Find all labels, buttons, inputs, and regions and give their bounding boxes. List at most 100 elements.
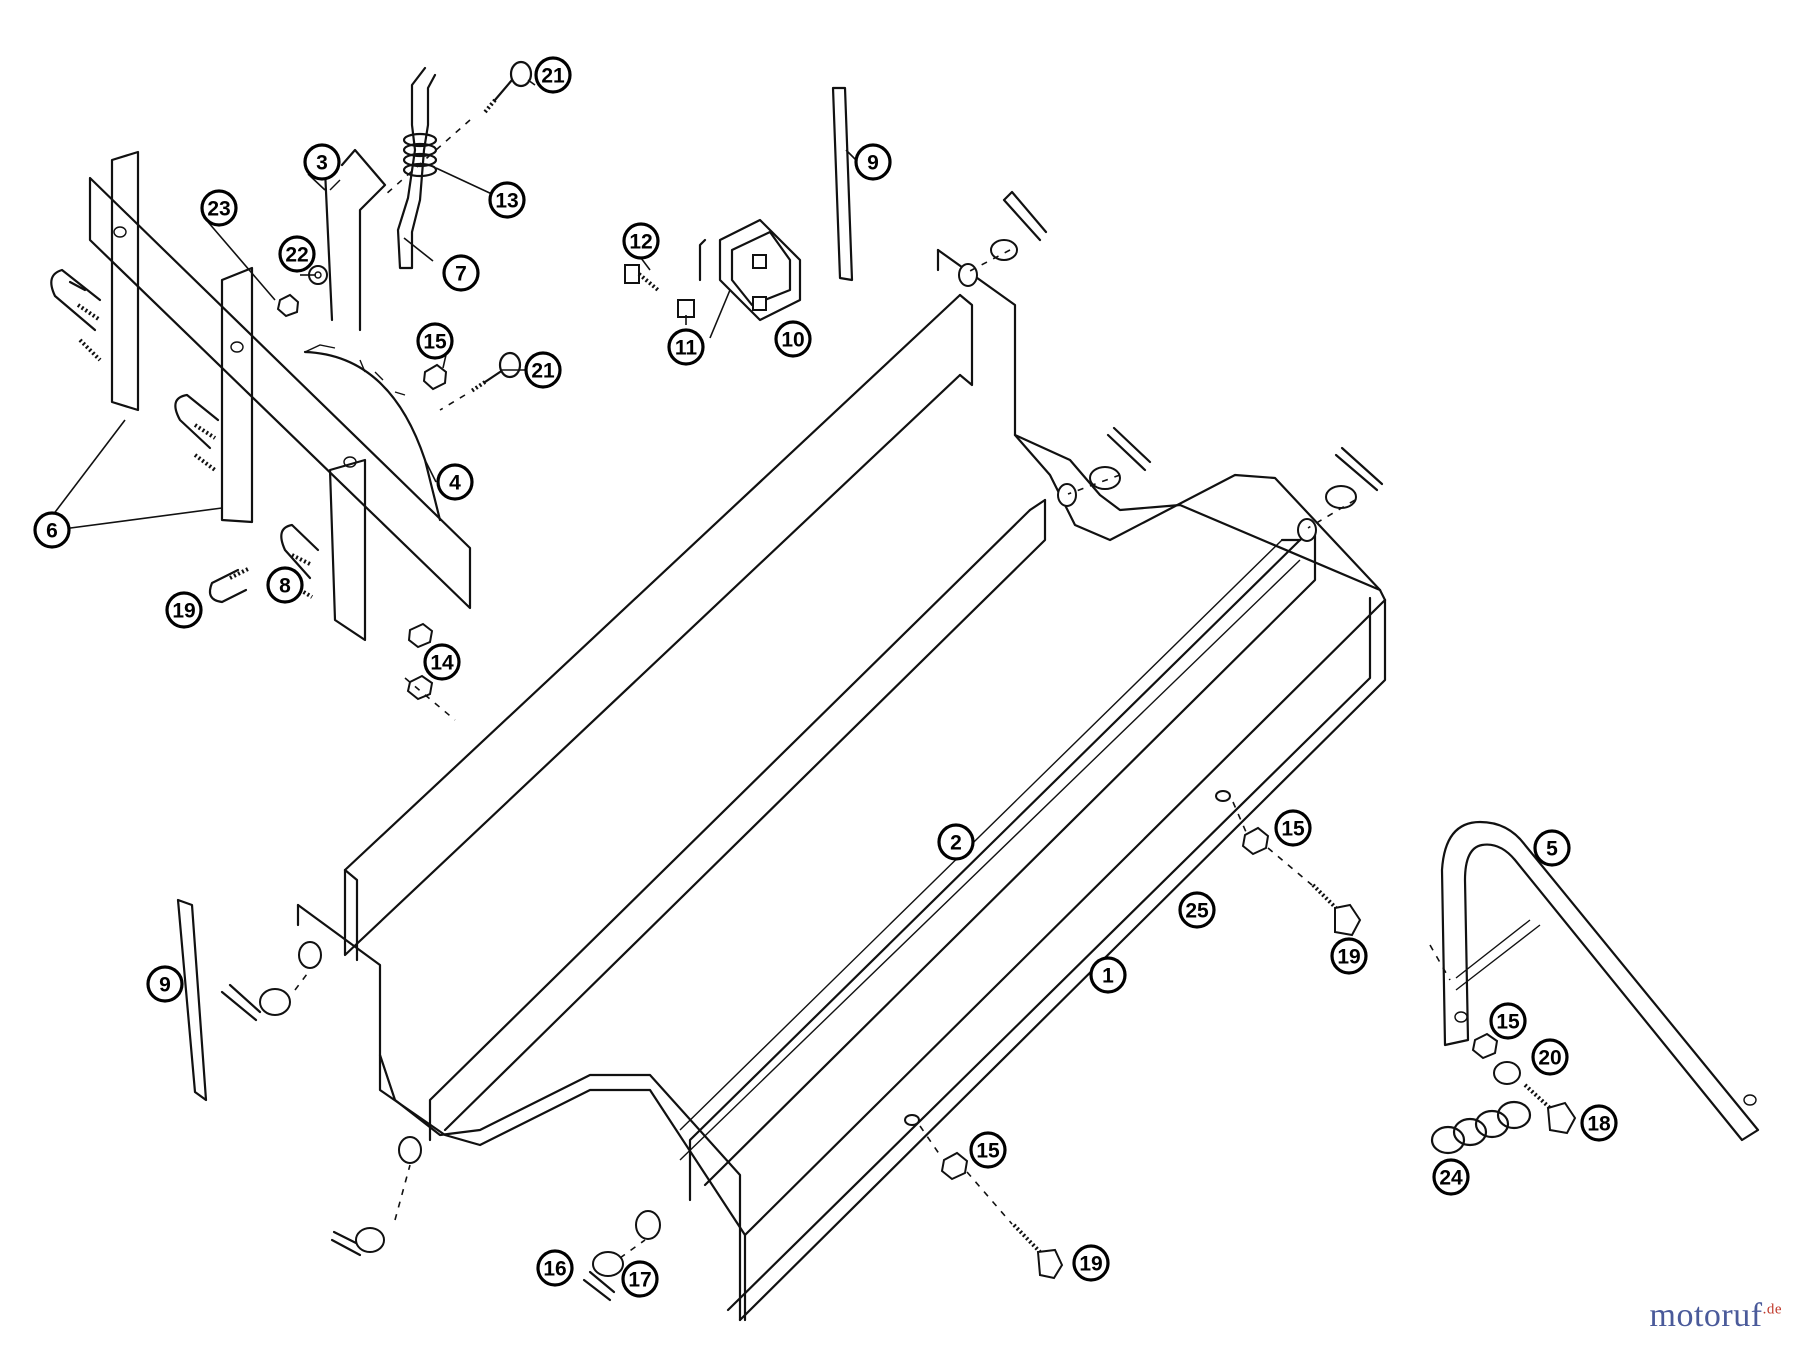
- callout-7: 7: [442, 254, 480, 292]
- callout-circle: [416, 322, 454, 360]
- callout-number: 9: [159, 974, 171, 997]
- callout-circle: [146, 965, 184, 1003]
- callout-17: 17: [621, 1260, 659, 1298]
- callout-19: 19: [165, 591, 203, 629]
- callout-circle: [200, 189, 238, 227]
- cotter-pins-washers: [220, 190, 1384, 1302]
- callout-circle: [1580, 1104, 1618, 1142]
- callout-circle: [1432, 1158, 1470, 1196]
- callout-15: 15: [416, 322, 454, 360]
- strap-back: [831, 86, 854, 282]
- callout-number: 7: [455, 263, 467, 286]
- main-frame: [296, 248, 1387, 1322]
- callout-number: 22: [285, 244, 308, 267]
- callout-circle: [1274, 809, 1312, 847]
- spring-lever: [396, 66, 438, 270]
- callout-number: 18: [1587, 1113, 1611, 1136]
- callout-11: 11: [667, 328, 705, 366]
- callout-circle: [436, 463, 474, 501]
- callout-circle: [524, 351, 562, 389]
- callout-15: 15: [1489, 1002, 1527, 1040]
- callout-number: 19: [1337, 946, 1360, 969]
- callout-circle: [1330, 937, 1368, 975]
- callout-23: 23: [200, 189, 238, 227]
- callout-number: 19: [172, 600, 195, 623]
- callout-22: 22: [278, 235, 316, 273]
- u-bolts: [50, 268, 320, 599]
- callout-circle: [33, 511, 71, 549]
- callout-number: 14: [430, 652, 454, 675]
- handle-hardware: [1430, 1032, 1577, 1155]
- callout-circle: [488, 181, 526, 219]
- callout-16: 16: [536, 1249, 574, 1287]
- watermark-name: motoruf: [1649, 1297, 1763, 1334]
- callout-15: 15: [1274, 809, 1312, 847]
- callout-number: 3: [316, 152, 328, 175]
- callout-number: 13: [495, 190, 518, 213]
- callout-number: 15: [976, 1140, 1000, 1163]
- callout-circle: [1178, 891, 1216, 929]
- callout-circle: [1089, 956, 1127, 994]
- callout-3: 3: [303, 143, 341, 181]
- callout-number: 2: [950, 832, 962, 855]
- callout-circle: [1533, 829, 1571, 867]
- callout-circle: [969, 1131, 1007, 1169]
- callout-9: 9: [854, 143, 892, 181]
- callout-circle: [854, 143, 892, 181]
- callout-number: 11: [675, 337, 698, 360]
- callout-25: 25: [1178, 891, 1216, 929]
- callout-number: 15: [423, 331, 447, 354]
- callout-circle: [667, 328, 705, 366]
- callout-circle: [165, 591, 203, 629]
- callout-9: 9: [146, 965, 184, 1003]
- callout-number: 9: [867, 152, 879, 175]
- callout-circle: [1072, 1244, 1110, 1282]
- callout-8: 8: [266, 566, 304, 604]
- callout-12: 12: [622, 222, 660, 260]
- callout-19: 19: [1072, 1244, 1110, 1282]
- clamp-assembly: [624, 218, 802, 322]
- callout-number: 10: [781, 329, 804, 352]
- callout-circle: [536, 1249, 574, 1287]
- callout-15: 15: [969, 1131, 1007, 1169]
- callout-circle: [937, 823, 975, 861]
- callout-13: 13: [488, 181, 526, 219]
- callout-circle: [621, 1260, 659, 1298]
- hitch-bracket: [88, 148, 472, 642]
- callout-circle: [534, 56, 572, 94]
- watermark-logo: motoruf.de: [1650, 1297, 1782, 1335]
- callout-4: 4: [436, 463, 474, 501]
- strap-front: [176, 898, 208, 1102]
- callout-10: 10: [774, 320, 812, 358]
- leader-lines: [39, 79, 1451, 1259]
- callout-24: 24: [1432, 1158, 1470, 1196]
- callout-20: 20: [1531, 1038, 1569, 1076]
- callout-number: 23: [207, 198, 230, 221]
- callout-circle: [1531, 1038, 1569, 1076]
- callout-number: 4: [449, 472, 461, 495]
- callout-circle: [774, 320, 812, 358]
- callout-number: 21: [531, 360, 555, 383]
- callout-circle: [266, 566, 304, 604]
- callout-number: 6: [46, 520, 58, 543]
- callout-circle: [442, 254, 480, 292]
- callout-5: 5: [1533, 829, 1571, 867]
- callout-circle: [278, 235, 316, 273]
- callout-number: 21: [541, 65, 565, 88]
- callout-number: 5: [1546, 838, 1558, 861]
- callout-number: 25: [1185, 900, 1209, 923]
- callout-number: 19: [1079, 1253, 1102, 1276]
- callout-circle: [622, 222, 660, 260]
- callout-6: 6: [33, 511, 71, 549]
- callout-21: 21: [524, 351, 562, 389]
- callout-18: 18: [1580, 1104, 1618, 1142]
- callout-1: 1: [1089, 956, 1127, 994]
- callout-21: 21: [534, 56, 572, 94]
- hitch-hardware: [208, 265, 448, 701]
- callout-number: 17: [628, 1269, 651, 1292]
- callout-number: 15: [1496, 1011, 1520, 1034]
- callout-2: 2: [937, 823, 975, 861]
- callout-circle: [303, 143, 341, 181]
